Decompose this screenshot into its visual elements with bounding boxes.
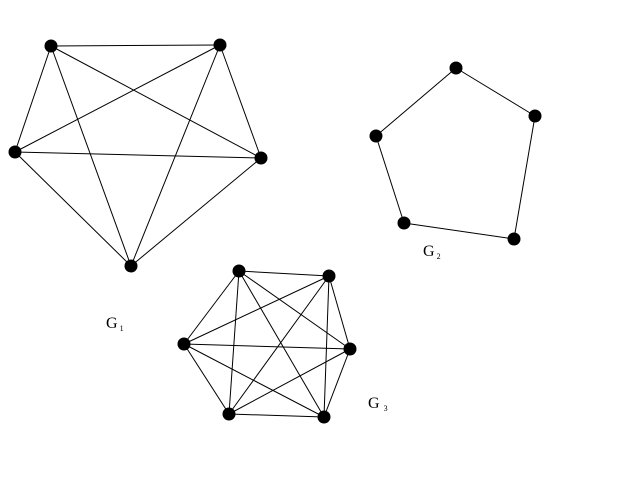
edge: [219, 44, 262, 159]
edge: [403, 222, 515, 240]
edge: [14, 151, 262, 159]
vertex: [8, 145, 22, 159]
vertex: [322, 269, 336, 283]
vertex: [44, 39, 58, 53]
vertex: [254, 151, 268, 165]
edge: [50, 45, 262, 159]
edge: [228, 275, 330, 415]
edge: [183, 343, 325, 418]
edge: [50, 44, 221, 47]
vertex: [507, 232, 521, 246]
vertex: [232, 264, 246, 278]
edge: [14, 151, 132, 267]
edge: [183, 275, 330, 345]
vertex: [124, 259, 138, 273]
edge: [328, 275, 351, 350]
edge: [228, 413, 325, 418]
vertex: [222, 407, 236, 421]
vertex: [213, 38, 227, 52]
edge: [238, 270, 351, 350]
graph-g3: [177, 264, 357, 424]
edge: [455, 67, 536, 117]
edge: [323, 275, 330, 418]
vertex: [317, 410, 331, 424]
graph-g2: [369, 61, 542, 246]
vertex: [369, 129, 383, 143]
vertex: [177, 337, 191, 351]
edge: [513, 115, 536, 240]
edge: [183, 343, 230, 415]
edge: [228, 348, 351, 415]
vertex: [397, 216, 411, 230]
edge: [375, 67, 457, 137]
edge: [14, 45, 52, 153]
edge: [323, 348, 351, 418]
edge: [228, 270, 240, 415]
edge: [183, 343, 351, 350]
vertex: [449, 61, 463, 75]
edge: [14, 44, 221, 153]
edge: [50, 45, 132, 267]
vertex: [343, 342, 357, 356]
edge: [130, 157, 262, 267]
edge: [238, 270, 330, 277]
edge: [375, 135, 405, 224]
edge: [238, 270, 325, 418]
graph-g1: [8, 38, 268, 273]
vertex: [528, 109, 542, 123]
edge: [183, 270, 240, 345]
